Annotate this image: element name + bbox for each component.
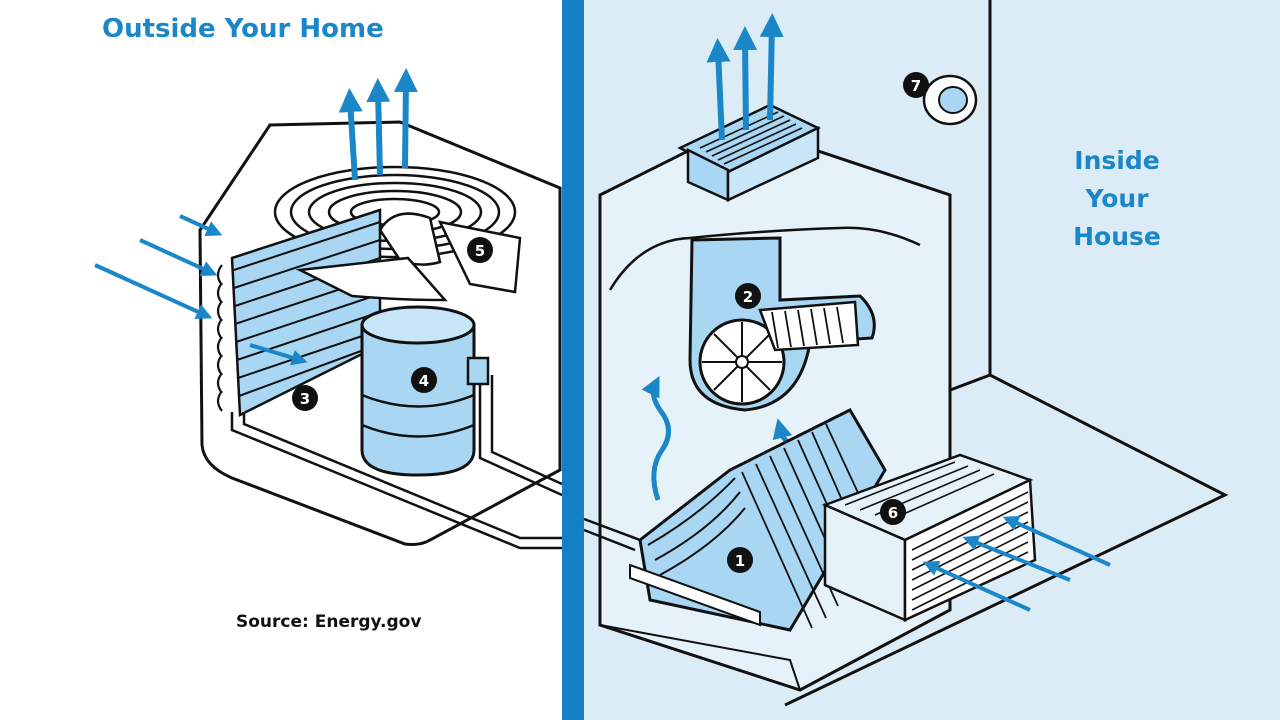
callout-2: 2 bbox=[735, 283, 761, 309]
intake-air-arrows bbox=[94, 214, 308, 366]
panel-divider bbox=[562, 0, 584, 720]
callout-5: 5 bbox=[467, 237, 493, 263]
callout-5-label: 5 bbox=[475, 242, 485, 260]
source-credit: Source: Energy.gov bbox=[236, 612, 422, 632]
callout-3-label: 3 bbox=[300, 390, 310, 408]
refrigerant-lines bbox=[230, 375, 563, 550]
callout-4-label: 4 bbox=[419, 372, 429, 390]
callout-7: 7 bbox=[903, 72, 929, 98]
callout-4: 4 bbox=[411, 367, 437, 393]
evaporator-coil bbox=[629, 408, 887, 632]
return-air-arrows bbox=[922, 515, 1111, 612]
blower-fan bbox=[688, 236, 876, 412]
callout-1: 1 bbox=[727, 547, 753, 573]
callout-6-label: 6 bbox=[888, 504, 898, 522]
indoor-refrigerant-lines bbox=[583, 517, 641, 552]
thermostat bbox=[922, 74, 978, 126]
inside-title-line-2: Your bbox=[1085, 184, 1149, 213]
inside-title: Inside Your House bbox=[1062, 142, 1172, 256]
callout-7-label: 7 bbox=[911, 77, 921, 95]
outside-title: Outside Your Home bbox=[102, 14, 384, 44]
air-filter bbox=[821, 453, 1037, 622]
room-corner bbox=[784, 0, 1229, 707]
exhaust-air-arrows bbox=[338, 68, 418, 181]
supply-air-arrows bbox=[706, 13, 784, 141]
callout-3: 3 bbox=[292, 385, 318, 411]
supply-vent bbox=[677, 103, 821, 202]
callout-2-label: 2 bbox=[743, 288, 753, 306]
callout-1-label: 1 bbox=[735, 552, 745, 570]
callout-6: 6 bbox=[880, 499, 906, 525]
compressor bbox=[360, 305, 490, 477]
inside-title-line-1: Inside bbox=[1074, 146, 1160, 175]
inside-title-line-3: House bbox=[1073, 222, 1161, 251]
